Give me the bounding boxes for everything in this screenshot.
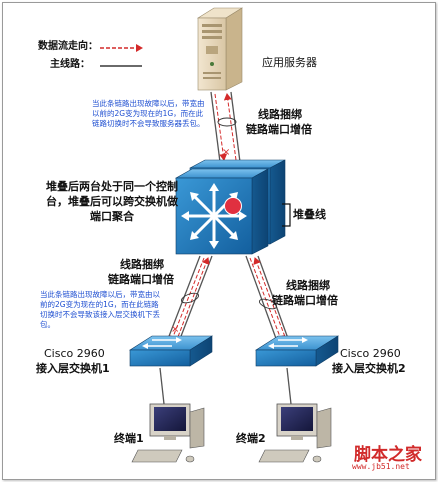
- switch-2-label: 接入层交换机2: [332, 362, 406, 375]
- top-link-fault-note: 当此条链路出现故障以后，带宽由以前的2G变为现在的1G，而在此链路切换时不会导致…: [92, 99, 205, 129]
- core-left-links: ×: [165, 255, 213, 345]
- stack-description-2: 台，堆叠后可以跨交换机做: [46, 195, 178, 208]
- top-link-bundle-label-2: 链路端口增倍: [246, 123, 312, 136]
- switch-1-label: 接入层交换机1: [36, 362, 110, 375]
- core-stack-switch: [174, 159, 286, 255]
- left-terminal-link: [159, 367, 165, 405]
- terminal-1-label: 终端1: [114, 432, 144, 445]
- access-switch-2: [254, 335, 340, 367]
- top-link-bundle-label-1: 线路捆绑: [258, 108, 302, 121]
- server-label: 应用服务器: [262, 56, 317, 69]
- link-bundle-ellipse-left: [180, 292, 200, 304]
- right-link-bundle-label-1: 线路捆绑: [286, 279, 330, 292]
- stack-cable: [282, 203, 291, 227]
- server-core-links: ×: [210, 91, 241, 163]
- application-server: [196, 7, 244, 91]
- left-link-fault-note: 当此条链路出现故障以后，带宽由以前的2G变为现在的1G，而在此链路切换时不会导致…: [40, 290, 160, 330]
- stack-center-dot: [224, 197, 242, 215]
- stack-cable-label: 堆叠线: [293, 208, 326, 221]
- switch-1-model: Cisco 2960: [44, 347, 105, 360]
- terminal-1: [131, 403, 205, 463]
- left-link-bundle-label-1: 线路捆绑: [120, 258, 164, 271]
- watermark-title: 脚本之家: [354, 445, 422, 465]
- terminal-2-label: 终端2: [236, 432, 266, 445]
- access-switch-1: [128, 335, 214, 367]
- right-link-bundle-label-2: 链路端口增倍: [272, 294, 338, 307]
- link-bundle-ellipse-right: [258, 298, 278, 310]
- left-link-bundle-label-2: 链路端口增倍: [108, 273, 174, 286]
- link-bundle-ellipse: [217, 117, 237, 127]
- stack-description-1: 堆叠后两台处于同一个控制: [46, 180, 178, 193]
- legend-mainline-label: 主线路：: [50, 59, 90, 70]
- terminal-2: [258, 403, 332, 463]
- legend-dataflow-label: 数据流走向：: [38, 41, 98, 52]
- link-fault-mark-left: ×: [171, 324, 179, 335]
- switch-2-model: Cisco 2960: [340, 347, 401, 360]
- core-right-links: [245, 255, 291, 345]
- link-fault-mark: ×: [222, 147, 230, 158]
- watermark-url: www.jb51.net: [352, 462, 410, 471]
- right-terminal-link: [286, 367, 292, 405]
- stack-description-3: 端口聚合: [90, 210, 134, 223]
